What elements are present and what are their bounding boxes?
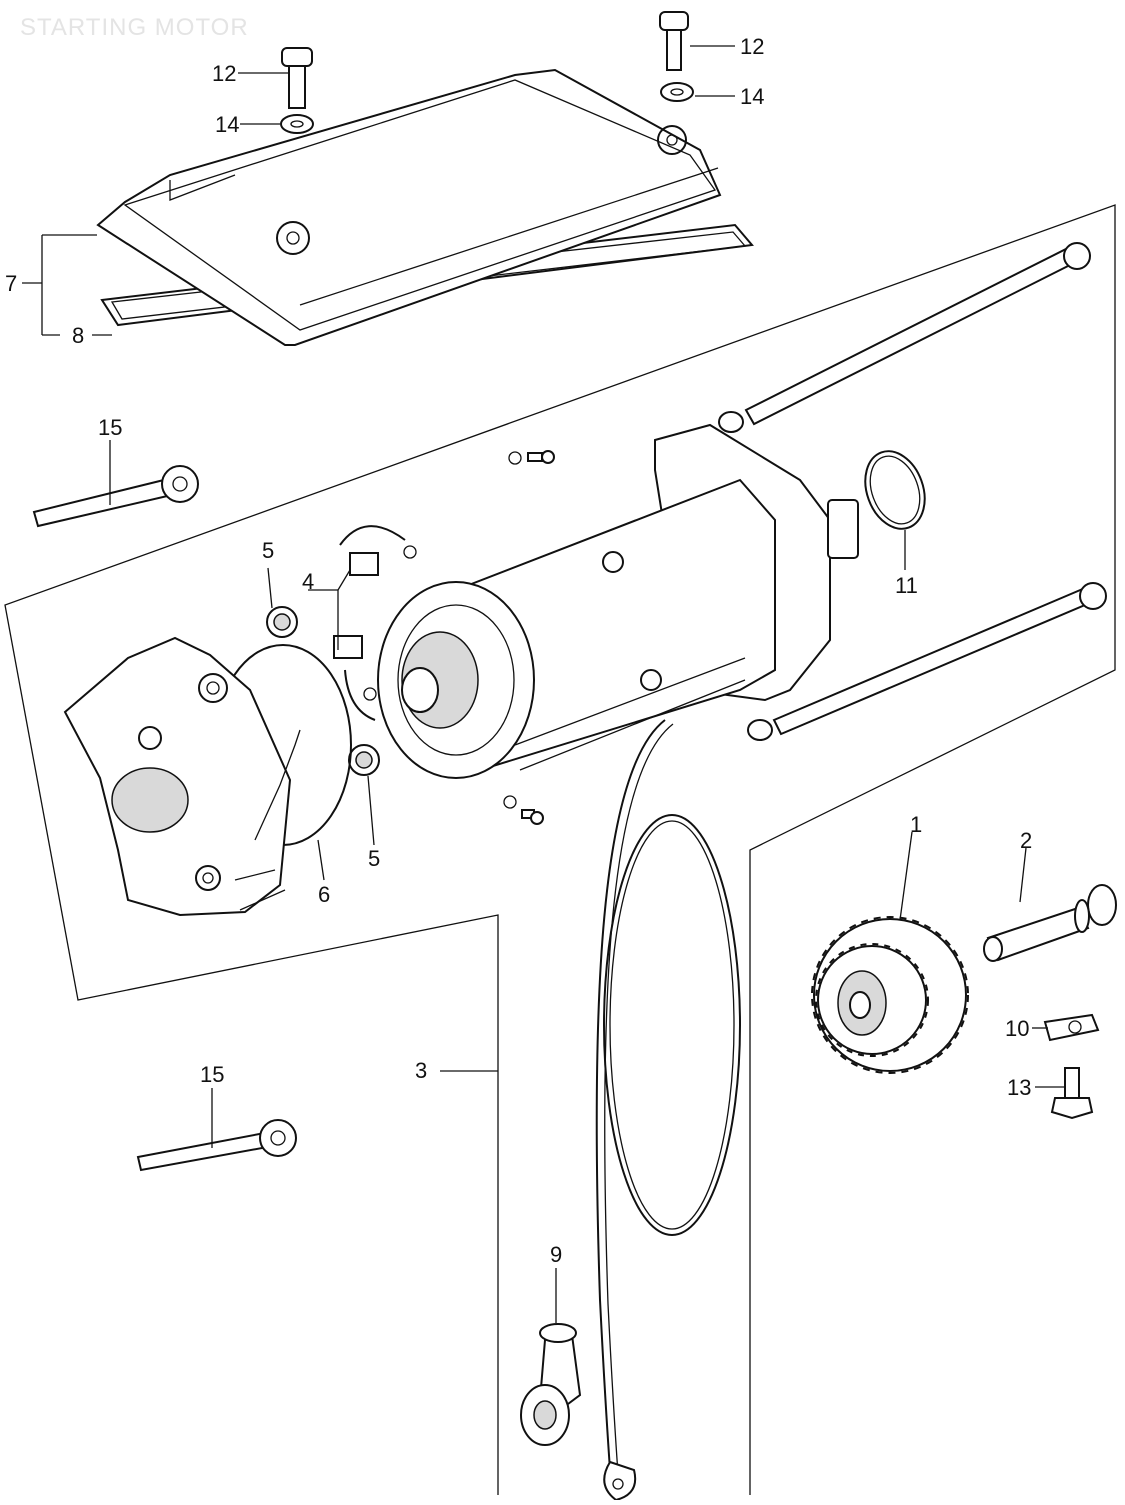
part-idler-shaft [983,884,1117,962]
callout-6: 6 [318,882,330,907]
callout-10: 10 [1005,1016,1029,1041]
part-bolt-13 [1050,1067,1094,1120]
part-terminal-cap [520,1323,582,1446]
callout-3: 3 [415,1058,427,1083]
bolt-through-upper [718,242,1091,433]
part-lock-plate [1043,1013,1100,1042]
bolt-15-upper-left [32,465,199,528]
callout-7: 7 [5,271,17,296]
callout-1: 1 [910,812,922,837]
callout-13: 13 [1007,1075,1031,1100]
callout-4: 4 [302,569,314,594]
washer-14-right [660,82,694,102]
callout-15-lower: 15 [200,1062,224,1087]
part-o-ring-inner [869,455,921,525]
callout-14-left: 14 [215,112,239,137]
section-frame [4,204,1116,1495]
callout-2: 2 [1020,828,1032,853]
part-gear [811,916,969,1074]
callout-11: 11 [895,573,918,598]
callout-8: 8 [72,323,84,348]
part-brush-spring-lower [348,744,380,776]
callout-12-right: 12 [740,34,764,59]
part-cover [96,68,722,346]
part-screw-top [508,450,555,465]
part-starter-motor [377,423,859,779]
callout-14-right: 14 [740,84,764,109]
callout-5-lower: 5 [368,846,380,871]
bolt-12-left [281,47,313,109]
part-end-cover [63,636,352,917]
leader-lines [22,45,1066,1323]
part-brush-upper [339,525,417,576]
part-brush-lower [333,635,377,721]
washer-14-left [280,114,314,134]
callout-5-upper: 5 [262,538,274,563]
bolt-15-lower-left [136,1119,297,1172]
bolt-12-right [659,11,689,71]
part-screw-bottom [503,795,544,825]
callout-15-upper: 15 [98,415,122,440]
part-o-ring [864,450,926,530]
watermark-title: STARTING MOTOR [20,14,249,41]
callout-9: 9 [550,1242,562,1267]
part-brush-spring-upper [266,606,298,638]
callout-12-left: 12 [212,61,236,86]
bolt-through-lower [747,582,1107,741]
part-cable [595,719,741,1502]
